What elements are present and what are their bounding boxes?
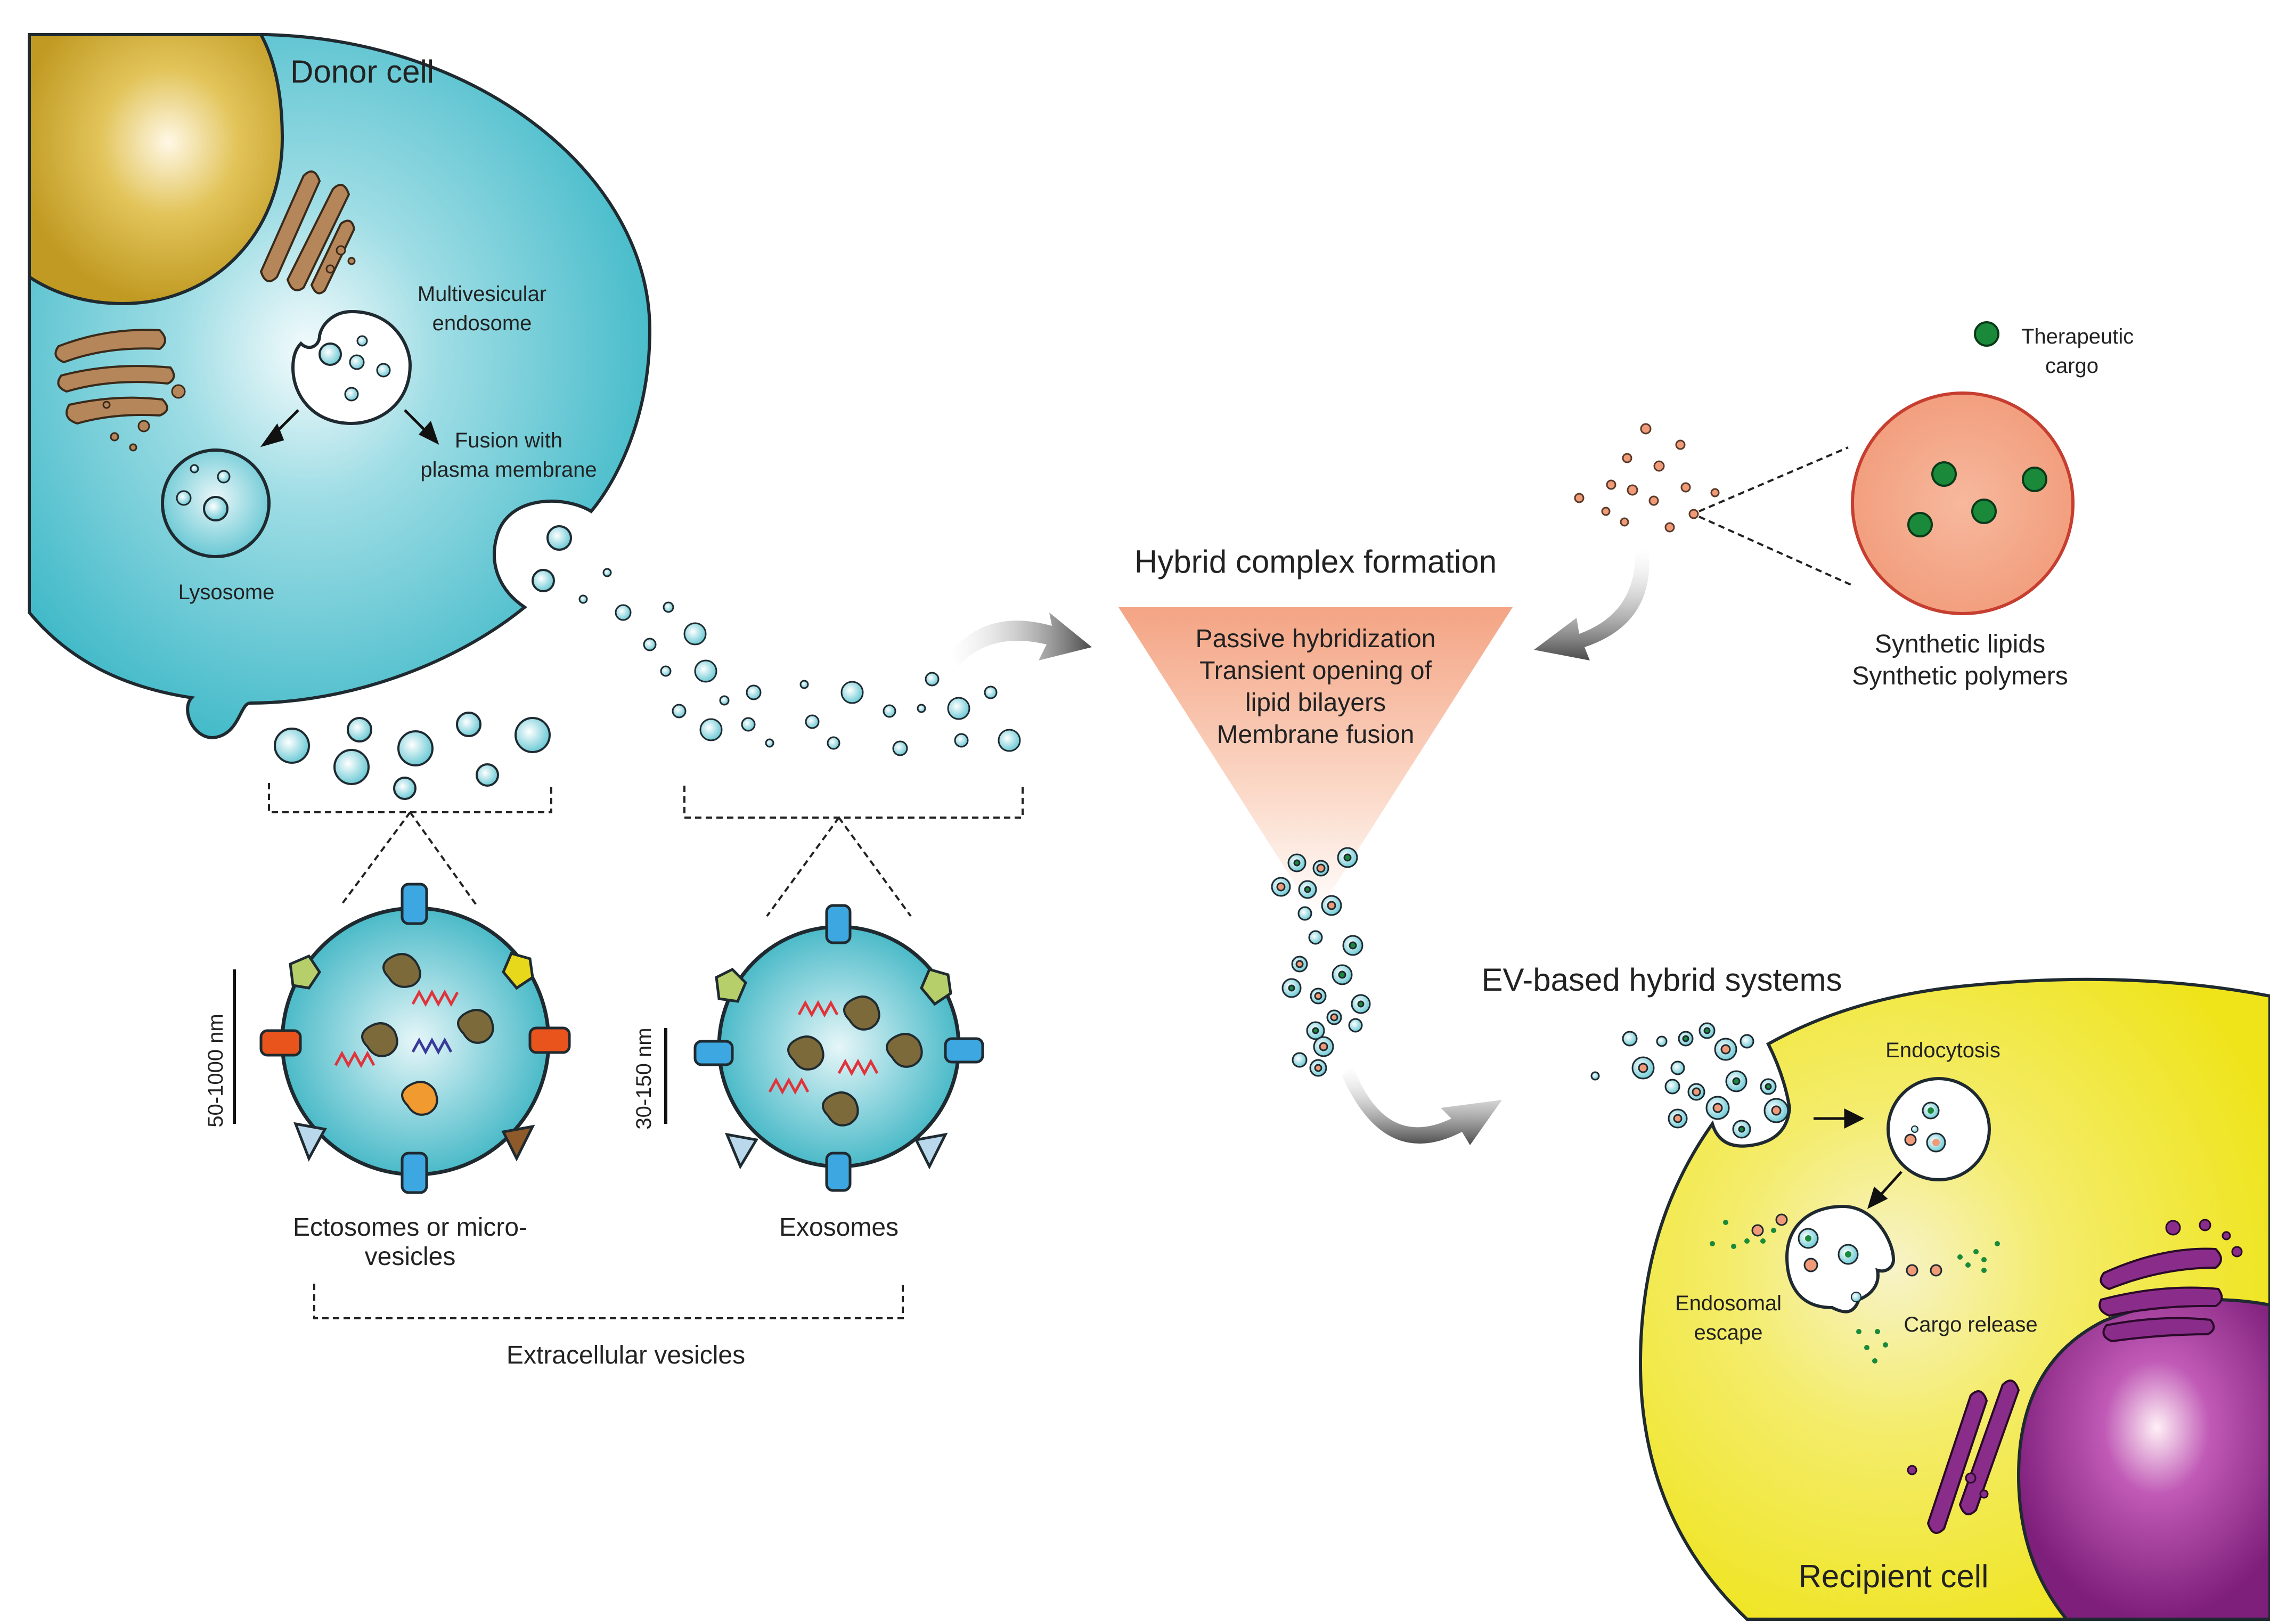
hybrid-particles-funnel — [1271, 847, 1371, 1077]
therapeutic-cargo-label-1: Therapeutic — [2021, 325, 2134, 348]
ev-based-hybrid-systems-label: EV-based hybrid systems — [1482, 962, 1842, 998]
endocytic-vesicle — [1887, 1077, 1991, 1181]
released-exosomes — [578, 568, 1021, 756]
therapeutic-cargo-legend-icon — [1974, 321, 1999, 347]
funnel-text-1: Passive hybridization — [1196, 625, 1436, 653]
endocytosis-label: Endocytosis — [1885, 1039, 2000, 1062]
funnel-text-2: Transient opening of — [1199, 657, 1432, 685]
synthetic-polymers-label: Synthetic polymers — [1852, 662, 2068, 690]
bracket-exosomes — [683, 786, 1024, 917]
fusion-label-1: Fusion with — [455, 429, 562, 452]
recipient-cell: Endocytosis Endosomal escape Cargo relea… — [1590, 977, 2270, 1621]
synthetic-particle-cluster — [1574, 423, 1720, 533]
ectosomes-label-1: Ectosomes or micro- — [293, 1213, 527, 1242]
exosomes-label: Exosomes — [779, 1213, 899, 1242]
exosome-detail — [693, 904, 984, 1192]
hybrid-funnel — [1118, 607, 1513, 916]
synthetic-lipids-label: Synthetic lipids — [1875, 630, 2045, 658]
ectosome-detail — [259, 883, 571, 1194]
curved-arrow-icon — [948, 613, 1092, 666]
multivesicular-endosome-label-2: endosome — [432, 312, 532, 335]
synthetic-particle-detail — [1851, 391, 2075, 615]
multivesicular-endosome-label-1: Multivesicular — [418, 282, 546, 306]
bracket-extracellular-vesicles — [313, 1284, 904, 1319]
escaping-endosome — [1785, 1204, 1896, 1313]
curved-arrow-icon — [1534, 549, 1650, 660]
donor-cell: Donor cell Multivesicular endosome Fusio… — [28, 33, 652, 740]
ectosome-size-label: 50-1000 nm — [204, 1014, 227, 1127]
therapeutic-cargo-label-2: cargo — [2045, 354, 2098, 378]
zoom-lines — [1699, 446, 1854, 587]
released-ectosomes — [274, 712, 551, 800]
straight-arrow-icon — [1814, 1108, 1902, 1209]
funnel-text-4: Membrane fusion — [1217, 721, 1415, 749]
fusion-label-2: plasma membrane — [420, 458, 597, 482]
hybrid-complex-formation-label: Hybrid complex formation — [1134, 544, 1497, 580]
golgi-apparatus — [54, 170, 356, 425]
recipient-cell-label: Recipient cell — [1799, 1558, 1989, 1594]
extracellular-vesicles-label: Extracellular vesicles — [507, 1341, 745, 1369]
exosome-size-label: 30-150 nm — [632, 1027, 656, 1129]
curved-arrow-icon — [1342, 1065, 1502, 1145]
cargo-release-label: Cargo release — [1904, 1313, 2037, 1336]
funnel-text-3: lipid bilayers — [1245, 689, 1386, 717]
bracket-ectosomes — [268, 783, 552, 907]
endosomal-escape-label-1: Endosomal — [1675, 1292, 1782, 1315]
donor-cell-label: Donor cell — [290, 54, 434, 89]
scale-bar-icon — [233, 969, 667, 1124]
lysosome-label: Lysosome — [178, 581, 275, 604]
lysosome — [161, 448, 271, 558]
endosomal-escape-label-2: escape — [1694, 1321, 1763, 1344]
ectosomes-label-2: vesicles — [365, 1243, 456, 1271]
straight-arrow-icon — [260, 409, 439, 447]
multivesicular-endosome — [291, 309, 412, 426]
hybrid-particles-incoming — [1590, 1022, 1789, 1139]
released-cargo — [1710, 1220, 2000, 1364]
donor-nucleus — [28, 33, 284, 306]
